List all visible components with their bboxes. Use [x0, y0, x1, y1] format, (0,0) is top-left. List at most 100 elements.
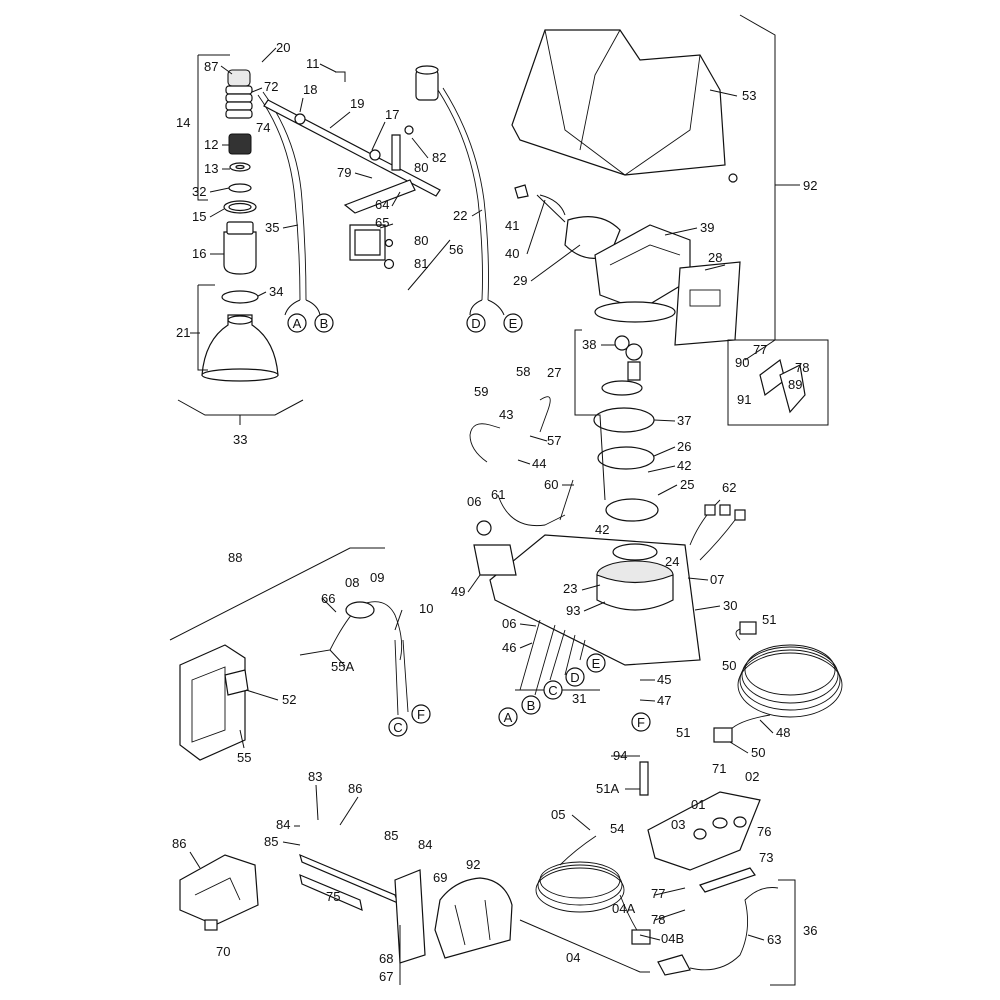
callout-label: 86 — [348, 781, 362, 796]
callout-label: 34 — [269, 284, 283, 299]
callout-labels: 20 87 72 11 18 19 17 14 74 12 13 32 15 1… — [172, 40, 817, 984]
callout-label: 79 — [337, 165, 351, 180]
cable-coil-assembly — [713, 621, 843, 743]
callout-label: 04 — [566, 950, 580, 965]
connector-circle-d-top — [466, 313, 486, 333]
callout-label: 57 — [547, 433, 561, 448]
callout-label: 85 — [384, 828, 398, 843]
callout-label: 48 — [776, 725, 790, 740]
callout-label: 28 — [708, 250, 722, 265]
callout-label: 40 — [505, 246, 519, 261]
callout-label: 43 — [499, 407, 513, 422]
callout-label: 86 — [172, 836, 186, 851]
callout-label: 58 — [516, 364, 530, 379]
callout-label: 31 — [572, 691, 586, 706]
callout-label: 21 — [176, 325, 190, 340]
callout-label: 24 — [665, 554, 679, 569]
callout-label: 51 — [676, 725, 690, 740]
callout-label: 88 — [228, 550, 242, 565]
callout-label: 10 — [419, 601, 433, 616]
connector-circle-f-left — [411, 704, 431, 724]
callout-label: 26 — [677, 439, 691, 454]
connector-circle-a-bottom — [498, 707, 518, 727]
callout-label: 39 — [700, 220, 714, 235]
callout-label: 04B — [661, 931, 684, 946]
connector-label-e-top: E — [509, 316, 518, 331]
connector-label-f-bottom: F — [637, 715, 645, 730]
callout-label: 77 — [753, 342, 767, 357]
connector-circle-b-bottom — [521, 695, 541, 715]
callout-label: 61 — [491, 487, 505, 502]
callout-label: 06 — [467, 494, 481, 509]
connector-label-f-left: F — [417, 707, 425, 722]
callout-label: 78 — [651, 912, 665, 927]
callout-label: 70 — [216, 944, 230, 959]
callout-label: 46 — [502, 640, 516, 655]
callout-label: 42 — [677, 458, 691, 473]
callout-label: 90 — [735, 355, 749, 370]
leader-lines — [189, 47, 774, 941]
callout-label: 66 — [321, 591, 335, 606]
callout-label: 15 — [192, 209, 206, 224]
callout-label: 50 — [722, 658, 736, 673]
callout-label: 72 — [264, 79, 278, 94]
callout-label: 76 — [757, 824, 771, 839]
callout-label: 18 — [303, 82, 317, 97]
callout-label: 44 — [532, 456, 546, 471]
callout-label: 20 — [276, 40, 290, 55]
callout-label: 16 — [192, 246, 206, 261]
spray-head-assembly — [177, 54, 505, 425]
callout-label: 36 — [803, 923, 817, 938]
callout-label: 52 — [282, 692, 296, 707]
control-box-assembly — [519, 761, 796, 986]
callout-label: 29 — [513, 273, 527, 288]
callout-label: 42 — [595, 522, 609, 537]
callout-label: 05 — [551, 807, 565, 822]
callout-label: 74 — [256, 120, 270, 135]
callout-label: 13 — [204, 161, 218, 176]
callout-label: 71 — [712, 761, 726, 776]
callout-label: 14 — [176, 115, 190, 130]
connector-circles: A B D E A B C D E F C F — [287, 313, 651, 737]
callout-label: 75 — [326, 889, 340, 904]
callout-label: 37 — [677, 413, 691, 428]
callout-label: 12 — [204, 137, 218, 152]
connector-circle-d-bottom — [565, 667, 585, 687]
callout-label: 83 — [308, 769, 322, 784]
callout-label: 55 — [237, 750, 251, 765]
callout-label: 22 — [453, 208, 467, 223]
callout-label: 56 — [449, 242, 463, 257]
base-plate-assembly — [469, 329, 746, 696]
callout-label: 50 — [751, 745, 765, 760]
callout-label: 68 — [379, 951, 393, 966]
callout-label: 78 — [795, 360, 809, 375]
callout-label: 51 — [762, 612, 776, 627]
callout-label: 92 — [466, 857, 480, 872]
callout-label: 73 — [759, 850, 773, 865]
connector-circle-e-bottom — [586, 653, 606, 673]
callout-label: 67 — [379, 969, 393, 984]
callout-label: 45 — [657, 672, 671, 687]
callout-label: 08 — [345, 575, 359, 590]
callout-label: 89 — [788, 377, 802, 392]
callout-label: 38 — [582, 337, 596, 352]
callout-label: 25 — [680, 477, 694, 492]
callout-label: 04A — [612, 901, 635, 916]
callout-label: 80 — [414, 233, 428, 248]
callout-label: 93 — [566, 603, 580, 618]
connector-label-c-bottom: C — [548, 683, 557, 698]
callout-label: 03 — [671, 817, 685, 832]
callout-label: 64 — [375, 197, 389, 212]
callout-label: 62 — [722, 480, 736, 495]
cover-motor-assembly — [511, 14, 829, 426]
callout-label: 30 — [723, 598, 737, 613]
callout-label: 23 — [563, 581, 577, 596]
connector-circle-a-top — [287, 313, 307, 333]
callout-label: 84 — [418, 837, 432, 852]
callout-label: 47 — [657, 693, 671, 708]
callout-label: 91 — [737, 392, 751, 407]
connector-label-e-bottom: E — [592, 656, 601, 671]
callout-label: 60 — [544, 477, 558, 492]
